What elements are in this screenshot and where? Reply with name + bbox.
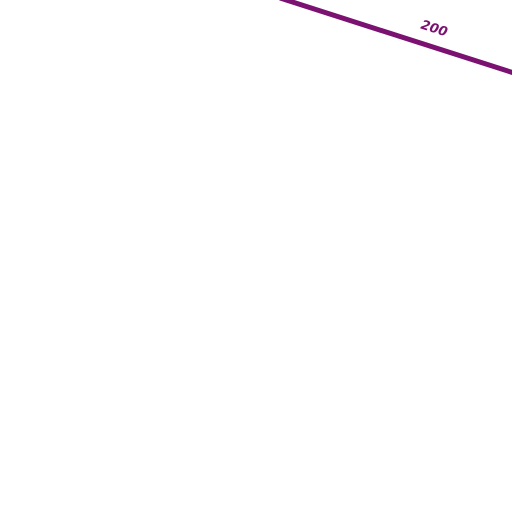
route-line-200[interactable]	[279, 0, 512, 75]
route-label-200: 200	[419, 18, 449, 41]
